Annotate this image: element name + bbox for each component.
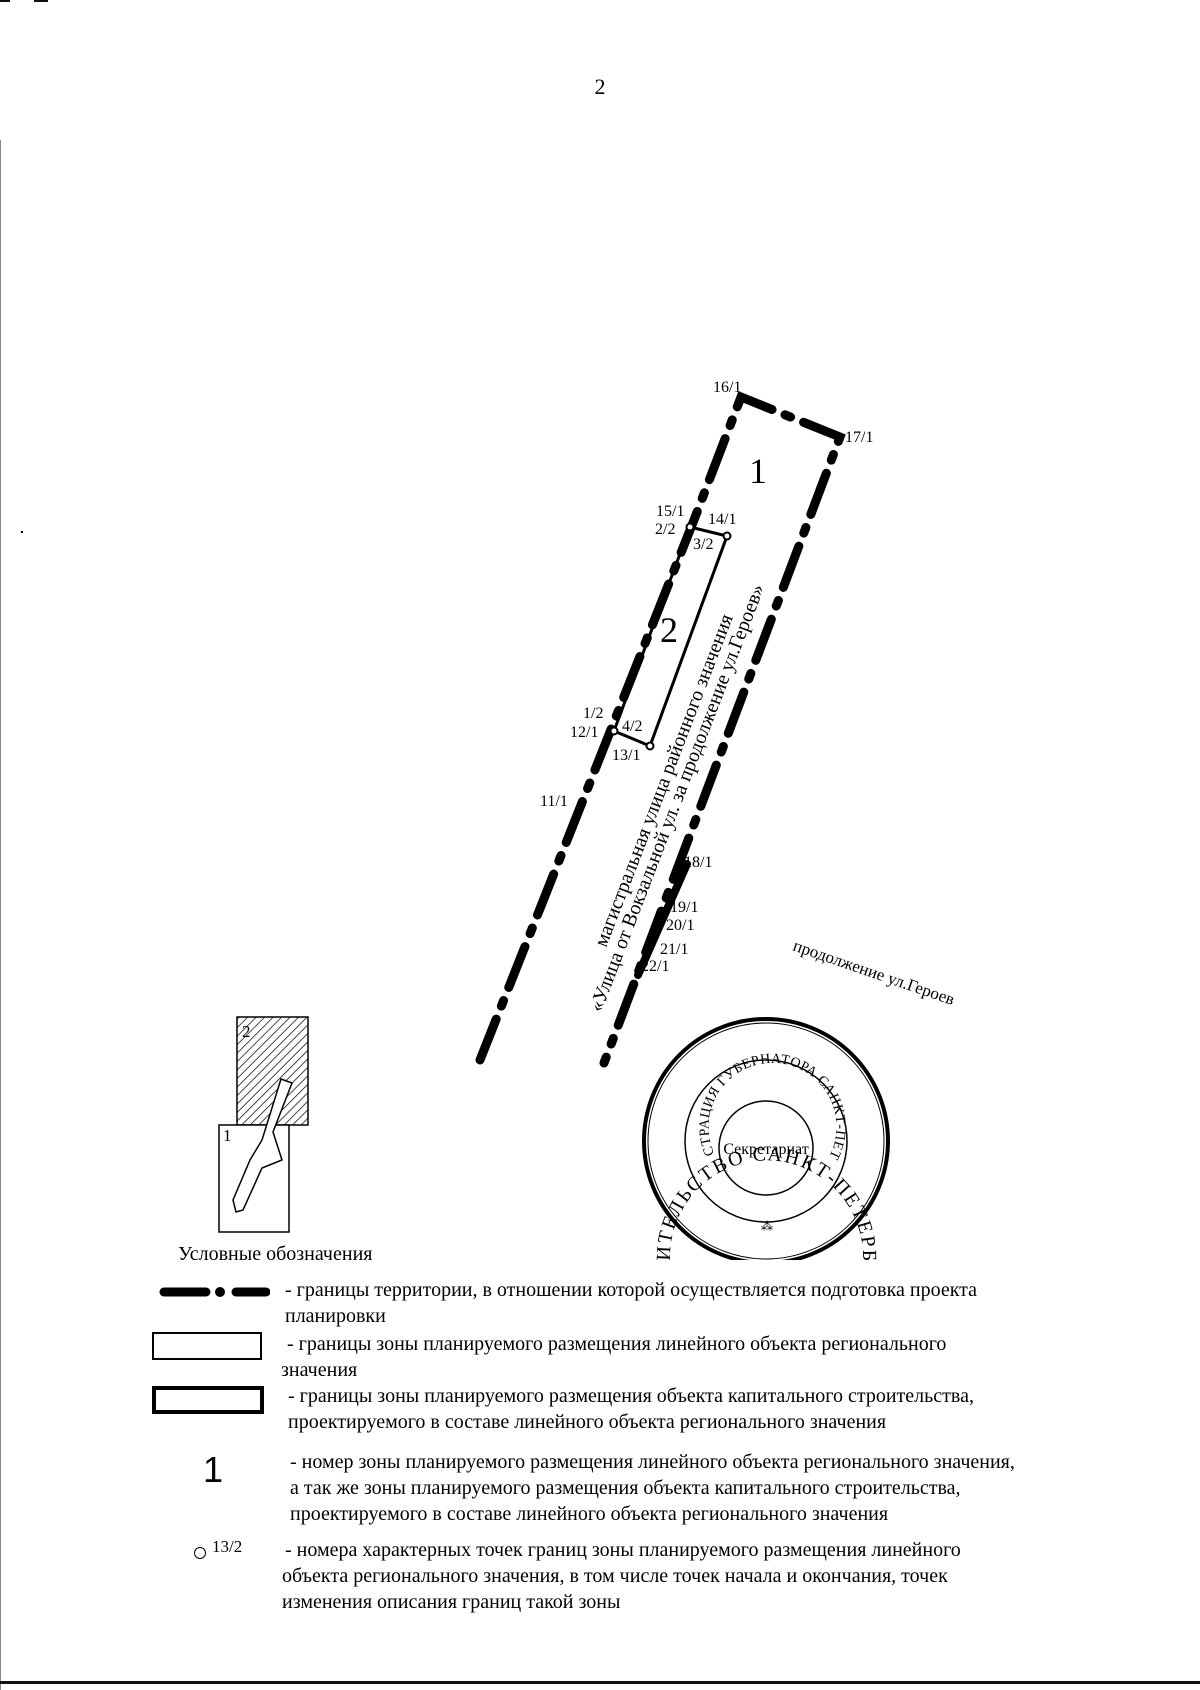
legend-symbol-point-number: 13/2 (194, 1537, 242, 1563)
legend-symbol-zone-number: 1 (203, 1449, 224, 1490)
point-label: 22/1 (641, 958, 669, 975)
legend-symbol-territory-boundary (158, 1282, 271, 1307)
point-label: 20/1 (666, 917, 694, 934)
corner-mark (0, 0, 48, 3)
legend-item-zone-number: - номер зоны планируемого размещения лин… (290, 1451, 1015, 1525)
inset-zone-1-label: 1 (223, 1126, 232, 1145)
boundary-solid-segment (634, 860, 691, 979)
point-label: 18/1 (684, 854, 712, 871)
legend-item-point-numbers: - номера характерных точек границ зоны п… (282, 1539, 961, 1613)
point-label: 1/2 (583, 705, 603, 722)
point-label: 21/1 (660, 941, 688, 958)
point-label: 14/1 (708, 511, 736, 528)
scan-dot (21, 531, 23, 533)
point-label: 4/2 (622, 718, 642, 735)
inset-zone-2-label: 2 (242, 1022, 251, 1041)
official-seal-stamp: ПРАВИТЕЛЬСТВО САНКТ-ПЕТЕРБУРГА АДМИНИСТР… (0, 0, 890, 1260)
zone-1-label: 1 (749, 451, 767, 491)
stamp-inner-text: АДМИНИСТРАЦИЯ ГУБЕРНАТОРА САНКТ-ПЕТЕРБУР… (0, 0, 847, 1162)
bottom-rule (0, 1681, 1200, 1684)
point-circle-icon (194, 1547, 206, 1559)
point-label: 16/1 (713, 379, 741, 396)
point-labels: 16/1 17/1 15/1 2/2 14/1 3/2 1/2 12/1 4/2… (540, 379, 873, 975)
street-caption: продолжение ул.Героев (791, 936, 957, 1009)
legend-symbol-linear-zone (152, 1332, 262, 1360)
zone-2-label: 2 (660, 610, 678, 650)
page-number: 2 (594, 74, 606, 99)
planning-map: 1 2 16/1 17/1 15/1 2/2 14/1 3/2 1/2 12/1… (0, 0, 957, 1260)
stamp-center-text: Секретариат (723, 1141, 808, 1158)
point-label: 12/1 (570, 724, 598, 741)
point-label: 3/2 (693, 536, 713, 553)
inset-key-map: 2 1 (218, 1016, 309, 1233)
point-label: 15/1 (656, 503, 684, 520)
point-label: 19/1 (670, 899, 698, 916)
territory-boundary (475, 391, 846, 1068)
point-label: 2/2 (655, 521, 675, 538)
left-margin-rule (0, 140, 1, 1690)
svg-text:АДМИНИСТРАЦИЯ ГУБЕРНАТОРА САНК: АДМИНИСТРАЦИЯ ГУБЕРНАТОРА САНКТ-ПЕТЕРБУР… (0, 0, 848, 1162)
legend-symbol-capital-zone (152, 1386, 264, 1414)
point-label: 13/1 (612, 747, 640, 764)
legend-item-linear-zone: - границы зоны планируемого размещения л… (281, 1333, 947, 1381)
point-label: 17/1 (845, 429, 873, 446)
point-label: 11/1 (540, 793, 568, 810)
svg-text:⁂: ⁂ (761, 1219, 773, 1233)
point-markers (609, 522, 732, 751)
legend-item-capital-zone: - границы зоны планируемого размещения о… (288, 1385, 974, 1433)
legend-title: Условные обозначения (178, 1243, 373, 1265)
legend-item-territory: - границы территории, в отношении которо… (285, 1279, 978, 1327)
